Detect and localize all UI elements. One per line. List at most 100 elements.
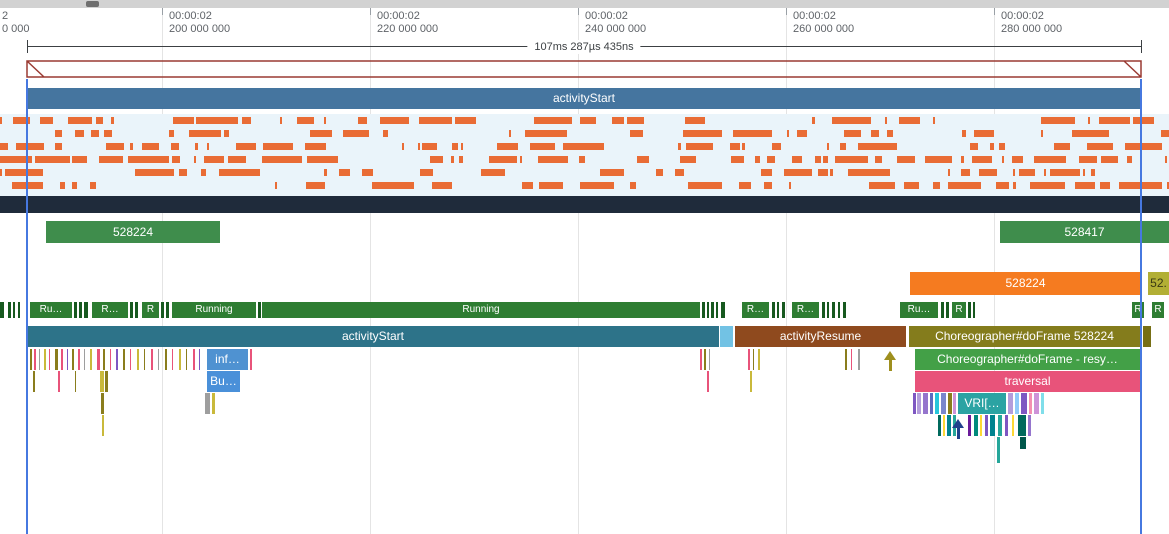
ftrace-event-slice[interactable] bbox=[1100, 182, 1110, 189]
flame-slice[interactable] bbox=[110, 349, 111, 370]
ftrace-event-slice[interactable] bbox=[580, 117, 596, 124]
flame-slice[interactable] bbox=[179, 349, 181, 370]
ftrace-event-slice[interactable] bbox=[731, 156, 744, 163]
flow-arrow-navy[interactable] bbox=[952, 419, 964, 428]
slice-doframe[interactable]: Choreographer#doFrame 528224 bbox=[909, 326, 1140, 347]
flame-slice[interactable] bbox=[78, 349, 80, 370]
flame-slice[interactable] bbox=[948, 393, 952, 414]
ftrace-event-slice[interactable] bbox=[172, 156, 180, 163]
ftrace-event-slice[interactable] bbox=[579, 156, 585, 163]
ftrace-event-slice[interactable] bbox=[948, 169, 950, 176]
thread-state-sliver[interactable] bbox=[79, 302, 82, 318]
slice-activitystart[interactable]: activityStart bbox=[27, 326, 719, 347]
flame-slice[interactable] bbox=[90, 349, 92, 370]
thread-state-running[interactable]: R bbox=[142, 302, 159, 318]
flame-slice[interactable] bbox=[923, 393, 928, 414]
flame-slice[interactable] bbox=[205, 393, 210, 414]
slice-vri[interactable]: VRI[… bbox=[958, 393, 1006, 414]
ftrace-event-slice[interactable] bbox=[1044, 169, 1046, 176]
thread-state-sliver[interactable] bbox=[711, 302, 714, 318]
ftrace-event-slice[interactable] bbox=[840, 143, 846, 150]
ftrace-event-slice[interactable] bbox=[767, 156, 775, 163]
flame-slice[interactable] bbox=[116, 349, 118, 370]
thread-state-sliver[interactable] bbox=[777, 302, 779, 318]
flame-slice[interactable] bbox=[1029, 393, 1032, 414]
ftrace-event-slice[interactable] bbox=[196, 117, 238, 124]
ftrace-event-slice[interactable] bbox=[104, 130, 112, 137]
ftrace-event-slice[interactable] bbox=[219, 169, 260, 176]
ftrace-event-slice[interactable] bbox=[1101, 156, 1118, 163]
ftrace-event-slice[interactable] bbox=[1012, 156, 1023, 163]
flame-slice[interactable] bbox=[1021, 393, 1027, 414]
ftrace-event-slice[interactable] bbox=[1030, 182, 1065, 189]
ftrace-event-slice[interactable] bbox=[263, 143, 293, 150]
thread-state-sliver[interactable] bbox=[827, 302, 829, 318]
collapsed-tracks-band[interactable] bbox=[0, 196, 1169, 213]
ftrace-event-slice[interactable] bbox=[171, 143, 179, 150]
ftrace-event-slice[interactable] bbox=[90, 182, 96, 189]
ftrace-event-slice[interactable] bbox=[522, 182, 533, 189]
flame-slice[interactable] bbox=[998, 415, 1002, 436]
ftrace-event-slice[interactable] bbox=[678, 143, 681, 150]
flame-slice[interactable] bbox=[720, 326, 733, 347]
ftrace-event-slice[interactable] bbox=[885, 117, 887, 124]
flame-slice[interactable] bbox=[947, 415, 951, 436]
ftrace-event-slice[interactable] bbox=[812, 117, 815, 124]
counter-slice-52-lime[interactable]: 52. bbox=[1148, 272, 1169, 295]
ftrace-event-slice[interactable] bbox=[99, 156, 123, 163]
ftrace-event-slice[interactable] bbox=[207, 143, 209, 150]
ftrace-event-slice[interactable] bbox=[686, 143, 713, 150]
thread-state-running[interactable]: R bbox=[1132, 302, 1144, 318]
ftrace-event-slice[interactable] bbox=[961, 156, 964, 163]
ftrace-event-slice[interactable] bbox=[739, 182, 751, 189]
flame-slice[interactable] bbox=[44, 349, 46, 370]
ftrace-event-slice[interactable] bbox=[236, 143, 256, 150]
ftrace-event-slice[interactable] bbox=[135, 169, 174, 176]
thread-state-sliver[interactable] bbox=[13, 302, 15, 318]
flame-slice[interactable] bbox=[1034, 393, 1039, 414]
flame-slice[interactable] bbox=[1005, 415, 1008, 436]
flame-slice[interactable] bbox=[75, 371, 76, 392]
flame-slice[interactable] bbox=[1143, 326, 1151, 347]
ftrace-event-slice[interactable] bbox=[75, 130, 84, 137]
ftrace-event-slice[interactable] bbox=[875, 156, 882, 163]
ftrace-event-slice[interactable] bbox=[580, 182, 614, 189]
flame-slice[interactable] bbox=[943, 415, 945, 436]
ftrace-event-slice[interactable] bbox=[688, 182, 722, 189]
flame-slice[interactable] bbox=[165, 349, 167, 370]
flame-slice[interactable] bbox=[49, 349, 50, 370]
ftrace-event-slice[interactable] bbox=[764, 182, 772, 189]
ftrace-event-slice[interactable] bbox=[848, 169, 890, 176]
flame-slice[interactable] bbox=[123, 349, 125, 370]
flame-slice[interactable] bbox=[758, 349, 760, 370]
flame-slice[interactable] bbox=[1008, 393, 1013, 414]
ftrace-event-slice[interactable] bbox=[195, 143, 198, 150]
ftrace-event-slice[interactable] bbox=[1091, 169, 1095, 176]
ftrace-event-slice[interactable] bbox=[627, 117, 644, 124]
thread-state-running[interactable]: R bbox=[1152, 302, 1164, 318]
flame-slice[interactable] bbox=[748, 349, 750, 370]
thread-state-sliver[interactable] bbox=[84, 302, 88, 318]
ftrace-event-slice[interactable] bbox=[1127, 156, 1132, 163]
ftrace-event-slice[interactable] bbox=[683, 130, 722, 137]
ftrace-event-slice[interactable] bbox=[1161, 130, 1169, 137]
ftrace-event-slice[interactable] bbox=[797, 130, 807, 137]
ftrace-event-slice[interactable] bbox=[637, 156, 649, 163]
flame-slice[interactable] bbox=[193, 349, 195, 370]
flame-slice[interactable] bbox=[980, 415, 982, 436]
ftrace-event-slice[interactable] bbox=[0, 156, 32, 163]
ftrace-event-slice[interactable] bbox=[979, 169, 997, 176]
ftrace-event-slice[interactable] bbox=[142, 143, 159, 150]
ftrace-event-slice[interactable] bbox=[1099, 117, 1130, 124]
flame-slice[interactable] bbox=[953, 393, 956, 414]
thread-state-running[interactable]: R… bbox=[792, 302, 819, 318]
flame-slice[interactable] bbox=[707, 371, 709, 392]
ftrace-event-slice[interactable] bbox=[497, 143, 518, 150]
ftrace-event-slice[interactable] bbox=[827, 143, 829, 150]
thread-state-running[interactable]: R bbox=[952, 302, 966, 318]
thread-state-sliver[interactable] bbox=[782, 302, 785, 318]
ftrace-event-slice[interactable] bbox=[999, 143, 1005, 150]
ftrace-event-slice[interactable] bbox=[262, 156, 302, 163]
ftrace-event-slice[interactable] bbox=[871, 130, 879, 137]
thread-state-sliver[interactable] bbox=[135, 302, 138, 318]
